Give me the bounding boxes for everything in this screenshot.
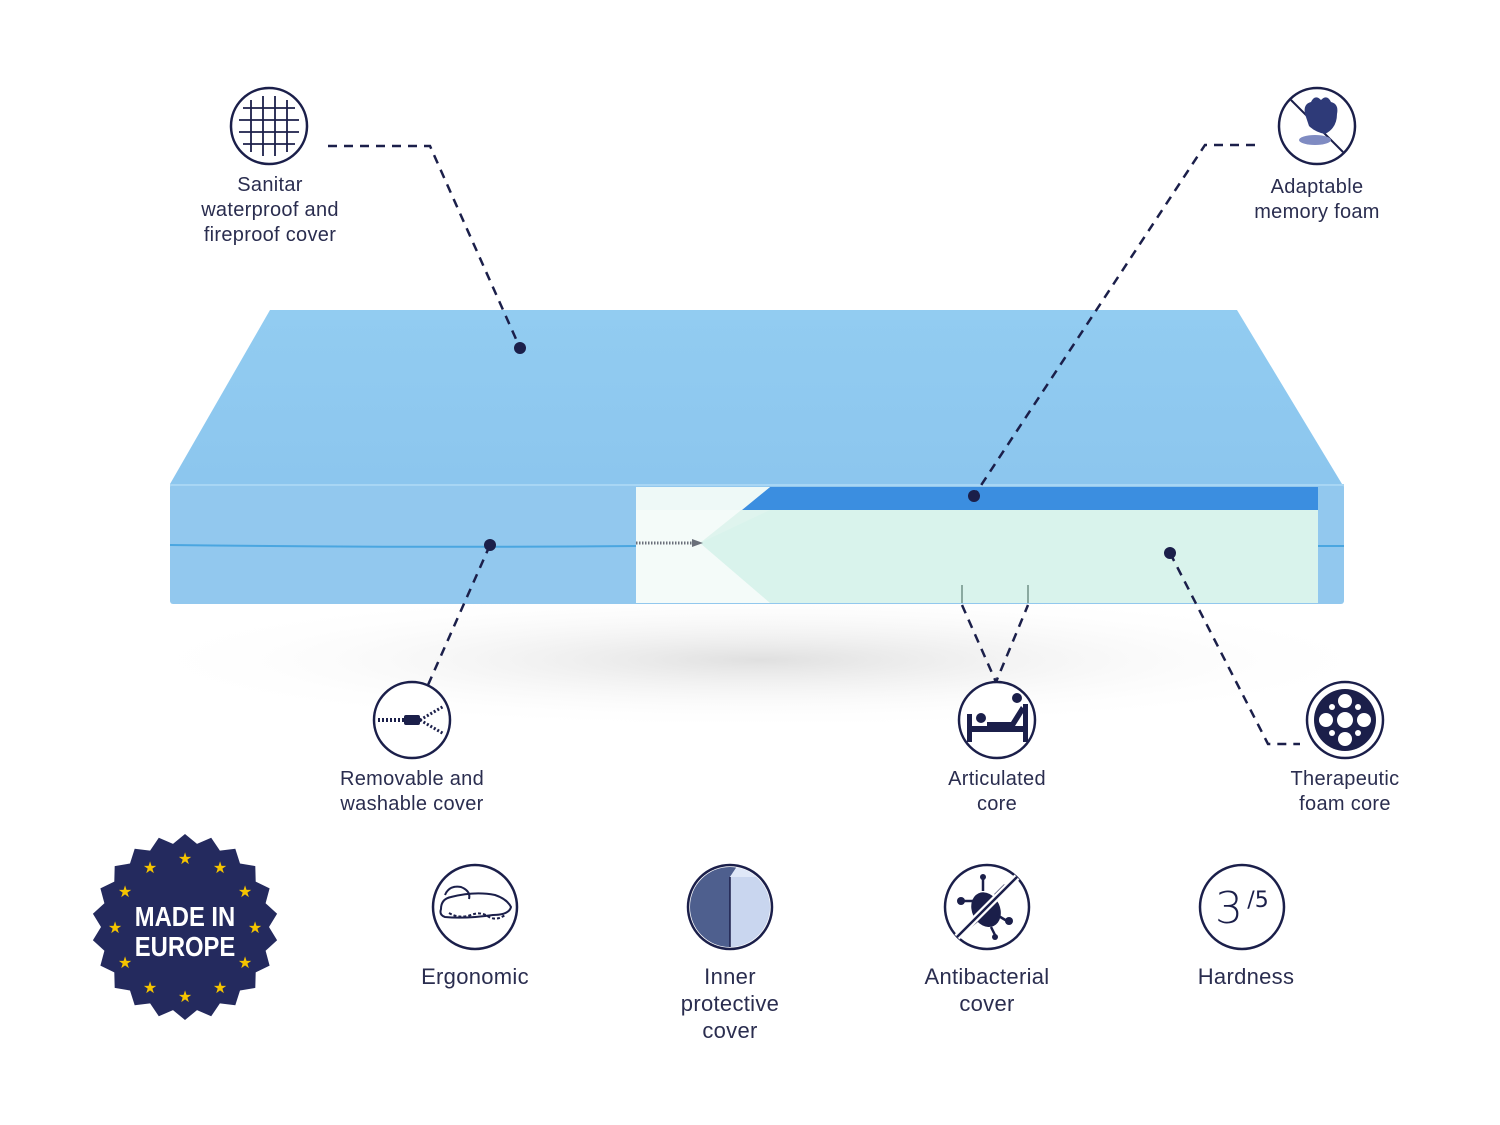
eu-stars-icon: ★ ★ ★ ★ ★ ★ ★ ★ ★ ★ ★ ★ [108,849,262,1006]
label-articulated-core: Articulated core [948,768,1046,815]
hardness-rating-icon: 3 /5 [1198,863,1286,951]
cover-seam [169,544,637,548]
mattress-shadow [120,590,1400,730]
hospital-bed-icon [957,680,1037,760]
layered-cover-icon [686,863,774,951]
callout-dot-memory [968,490,980,502]
mattress-top-surface [170,310,1342,484]
svg-text:★: ★ [238,882,252,901]
label-ergonomic: Ergonomic [421,964,529,989]
svg-text:★: ★ [178,987,192,1006]
svg-text:★: ★ [213,858,227,877]
label-therapeutic-core: Therapeutic foam core [1290,768,1400,815]
no-bacteria-icon [943,863,1031,951]
ergonomic-pillow-icon [431,863,519,951]
fabric-weave-icon [229,86,309,166]
callout-dot-sanitar [514,342,526,354]
label-hardness: Hardness [1197,964,1295,989]
foam-cells-icon [1305,680,1385,760]
callout-dot-therapeutic [1164,547,1176,559]
badge-line-1: MADE IN [135,900,235,932]
label-inner-protective-cover: Inner protective cover [680,964,780,1043]
svg-text:★: ★ [213,978,227,997]
svg-text:★: ★ [143,858,157,877]
mattress-cutaway [636,487,1318,603]
hardness-max: /5 [1247,888,1268,913]
hand-press-icon [1277,86,1357,166]
made-in-europe-badge: ★ ★ ★ ★ ★ ★ ★ ★ ★ ★ ★ ★ MADE IN EUROPE [92,834,278,1020]
hardness-value: 3 [1215,883,1243,934]
core-foam-layer [700,510,1318,603]
zipper-icon [372,680,452,760]
svg-text:★: ★ [118,882,132,901]
svg-text:★: ★ [108,918,122,937]
callout-line-sanitar [328,144,522,349]
label-antibacterial-cover: Antibacterial cover [924,964,1050,1016]
svg-text:★: ★ [143,978,157,997]
badge-line-2: EUROPE [135,930,235,962]
callout-line-memory [972,143,1255,497]
label-sanitar-cover: Sanitar waterproof and fireproof cover [201,174,339,246]
svg-text:★: ★ [178,849,192,868]
svg-text:★: ★ [238,953,252,972]
label-removable-cover: Removable and washable cover [340,768,484,815]
label-memory-foam: Adaptable memory foam [1254,176,1380,223]
inner-cover-layer [636,487,770,603]
callout-line-therapeutic [1168,552,1300,746]
callout-dot-zipper [484,539,496,551]
svg-text:★: ★ [118,953,132,972]
svg-text:★: ★ [248,918,262,937]
